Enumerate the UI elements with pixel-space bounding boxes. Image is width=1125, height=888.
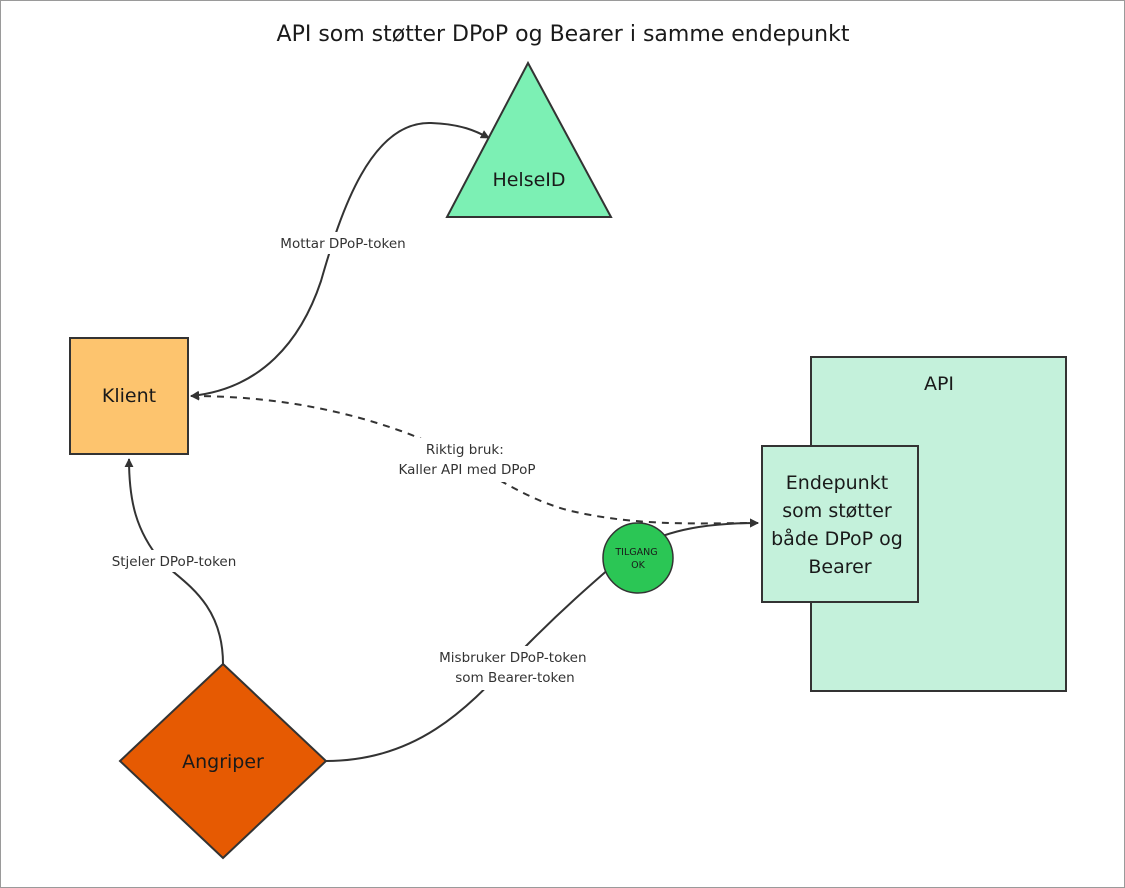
- edge-misbruker-dpop-token: [325, 518, 759, 762]
- tilgang-ok-badge: [602, 522, 674, 594]
- edge-riktig-bruk: [190, 391, 759, 528]
- edge-label-riktig-line: Kaller API med DPoP: [399, 462, 536, 478]
- endepunkt-label: Endepunkt som støtter både DPoP og Beare…: [771, 472, 909, 578]
- edge-label-stjeler: Stjeler DPoP-token: [112, 554, 237, 570]
- klient-node[interactable]: [69, 337, 189, 455]
- edge-label-riktig-line: Riktig bruk:: [426, 442, 504, 458]
- edge-label-background: [437, 646, 593, 690]
- endepunkt-label-line: Endepunkt: [786, 472, 888, 494]
- endepunkt-label-line: både DPoP og: [771, 527, 903, 550]
- edge-mottar-dpop-token: [190, 121, 490, 400]
- edge-label-misbruker-line: som Bearer-token: [455, 670, 574, 686]
- endepunkt-label-line: Bearer: [808, 556, 871, 578]
- edge-label-misbruker: Misbruker DPoP-token som Bearer-token: [439, 650, 591, 686]
- klient-label: Klient: [102, 385, 156, 407]
- helseid-node[interactable]: [445, 60, 613, 218]
- edge-label-misbruker-line: Misbruker DPoP-token: [439, 650, 586, 666]
- angriper-label: Angriper: [182, 751, 264, 773]
- tilgang-ok-label-line: OK: [631, 560, 645, 571]
- edge-label-background: [277, 232, 409, 254]
- angriper-node[interactable]: [118, 662, 328, 860]
- endepunkt-node[interactable]: [761, 445, 919, 603]
- edge-label-mottar: Mottar DPoP-token: [280, 236, 405, 252]
- diagram-title: API som støtter DPoP og Bearer i samme e…: [277, 22, 850, 47]
- tilgang-ok-label-line: TILGANG: [614, 547, 657, 558]
- api-label: API: [924, 373, 954, 395]
- endepunkt-label-line: som støtter: [782, 500, 892, 522]
- tilgang-ok-label: TILGANG OK: [614, 547, 660, 571]
- edge-label-background: [393, 438, 543, 482]
- helseid-label: HelseID: [492, 169, 565, 191]
- edge-label-background: [109, 550, 239, 572]
- edge-label-riktig: Riktig bruk: Kaller API med DPoP: [399, 442, 536, 478]
